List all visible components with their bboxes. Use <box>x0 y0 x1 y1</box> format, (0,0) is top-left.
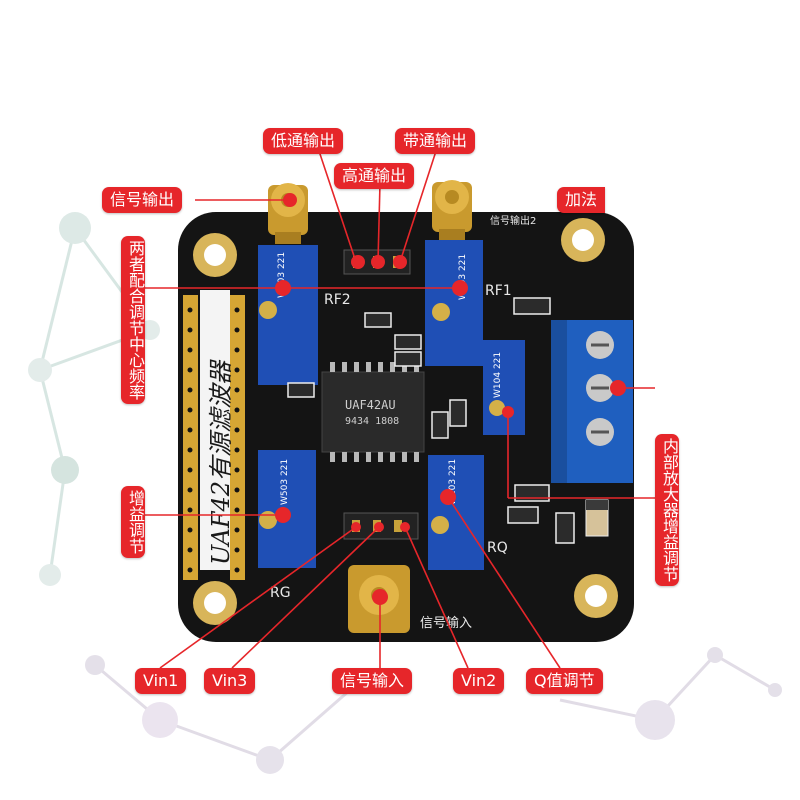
label-vin3: Vin3 <box>204 668 256 694</box>
silk-top-right: 信号输出2 <box>490 216 537 227</box>
label-sum-output: 加法 <box>557 187 606 213</box>
label-signal-input: 信号输入 <box>332 668 413 694</box>
label-lowpass-output: 低通输出 <box>263 128 344 154</box>
screw-terminal <box>551 320 633 483</box>
chip-model-text: UAF42AU <box>345 398 396 412</box>
silk-rq: RQ <box>487 540 508 556</box>
potentiometer-rf1 <box>425 240 483 366</box>
silk-signal-input: 信号输入 <box>420 616 473 631</box>
label-highpass-output: 高通输出 <box>334 163 415 189</box>
title-strip <box>200 290 230 570</box>
chip-date-text: 9434 1808 <box>345 416 400 427</box>
silk-rf1: RF1 <box>485 283 512 299</box>
label-vin2: Vin2 <box>453 668 505 694</box>
silk-rf2: RF2 <box>324 292 351 308</box>
label-q-adjust: Q值调节 <box>526 668 603 694</box>
uaf42-chip <box>321 371 425 453</box>
sma-connector-icon <box>432 180 472 241</box>
label-gain-adjust: 增益调节 <box>121 486 145 558</box>
label-vin1: Vin1 <box>135 668 187 694</box>
potentiometer-w104 <box>483 340 525 435</box>
mounting-hole-icon <box>193 218 618 625</box>
potentiometer-rf2 <box>258 245 318 385</box>
potentiometer-rq <box>428 455 484 570</box>
gold-header-strip-left <box>183 295 198 580</box>
label-internal-amp-gain: 内部放大器增益调节 <box>655 434 679 586</box>
label-signal-output: 信号输出 <box>102 187 183 213</box>
label-bandpass-output: 带通输出 <box>395 128 476 154</box>
label-center-frequency: 两者配合调节中心频率 <box>121 236 145 404</box>
silk-rg: RG <box>270 585 291 601</box>
gold-header-strip-right <box>230 295 245 580</box>
